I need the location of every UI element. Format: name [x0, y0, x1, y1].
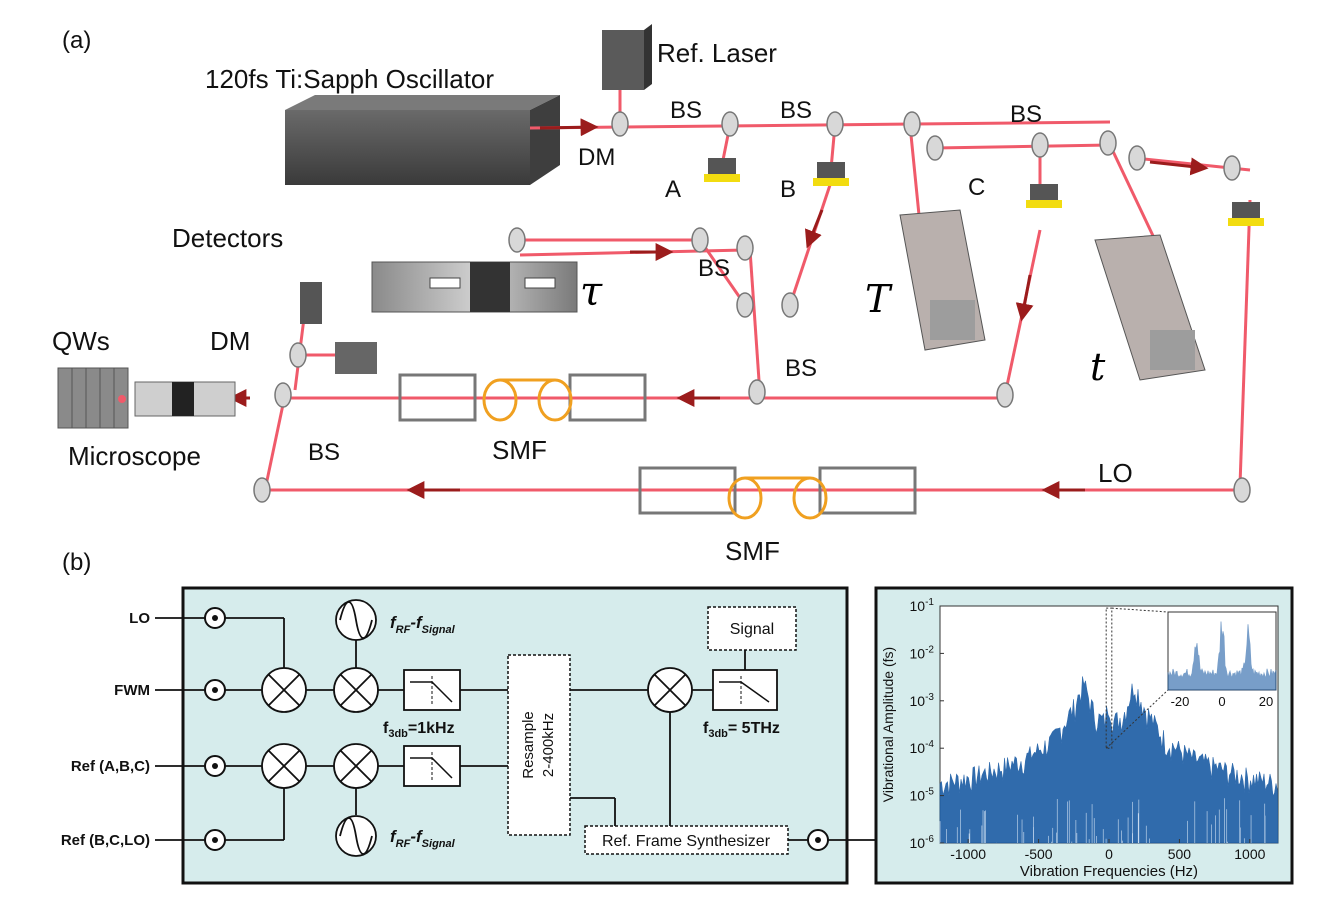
y-tick-label: 10-4 [910, 739, 935, 756]
filter1-label: f3db=1kHz [383, 720, 455, 740]
T-label: T [865, 277, 893, 321]
detectors-label: Detectors [172, 223, 283, 253]
osc-label-top: fRF-fSignal [390, 613, 456, 636]
zoom-box [1105, 607, 1113, 749]
signal-box [707, 606, 797, 651]
panel-b-label: (b) [62, 549, 91, 576]
osc-label-bottom: fRF-fSignal [390, 827, 456, 850]
lowpass-filter-3 [712, 669, 778, 711]
x-tick-label: 1000 [1234, 846, 1265, 862]
bs-label-6: BS [308, 439, 340, 466]
ref-frame-label: Ref. Frame Synthesizer [602, 833, 771, 850]
ref-laser-label: Ref. Laser [657, 38, 777, 68]
y-tick-label: 10-2 [910, 644, 935, 661]
inset-x-tick: 20 [1259, 694, 1273, 709]
bs-label-1: BS [670, 97, 702, 124]
x-tick-label: -500 [1025, 846, 1053, 862]
inset-x-tick: -20 [1171, 694, 1190, 709]
input-fwm-label: FWM [114, 682, 150, 699]
stage-c-label: C [968, 174, 985, 201]
qws-label: QWs [52, 326, 110, 356]
oscillator-label: 120fs Ti:Sapph Oscillator [205, 64, 494, 94]
dm-bottom-label: DM [210, 326, 250, 356]
x-tick-label: -1000 [950, 846, 986, 862]
y-tick-label: 10-3 [910, 692, 935, 709]
inset-spectrum [1167, 621, 1277, 691]
tau-label: τ [580, 269, 603, 315]
local-oscillator-bottom [335, 815, 377, 857]
inset-x-tick: 0 [1218, 694, 1225, 709]
dm-top-label: DM [578, 144, 615, 171]
vibration-spectrum-chart: -20 0 20 -1000 -500 0 500 1000 10-6 10-5 10-4 10-3 1… [880, 597, 1279, 880]
microscope-objective [134, 381, 236, 417]
stage-a-label: A [665, 176, 681, 203]
svg-text:fRF-fSignal: fRF-fSignal [390, 613, 456, 636]
smf-coupler-2 [638, 466, 917, 520]
ref-laser-box [602, 24, 652, 90]
input-lo-label: LO [129, 610, 150, 627]
y-tick-label: 10-6 [910, 834, 935, 851]
bnc-connector-dots [212, 615, 821, 843]
delay-stage-T [899, 209, 986, 351]
local-oscillator-top [335, 599, 377, 641]
bs-label-3: BS [1010, 101, 1042, 128]
spectrum-area [939, 676, 1279, 844]
lo-label: LO [1098, 458, 1133, 488]
smf-label-1: SMF [492, 435, 547, 465]
x-tick-label: 0 [1105, 846, 1113, 862]
delay-stage-t [1094, 234, 1206, 381]
microscope-label: Microscope [68, 441, 201, 471]
lowpass-filter-2 [403, 745, 461, 787]
x-axis-label: Vibration Frequencies (Hz) [1020, 863, 1198, 880]
y-tick-label: 10-1 [910, 597, 935, 614]
resample-range-label: 2-400kHz [540, 713, 557, 777]
svg-text:fRF-fSignal: fRF-fSignal [390, 827, 456, 850]
signal-label: Signal [730, 621, 774, 638]
filter2-label: f3db= 5THz [703, 720, 780, 740]
smf-coupler-1 [398, 373, 647, 422]
quantum-wells [57, 367, 129, 429]
smf-label-2: SMF [725, 536, 780, 566]
bs-label-5: BS [785, 355, 817, 382]
ref-frame-box [584, 825, 789, 855]
oscillator-box [285, 95, 560, 185]
delay-stage-tau [371, 261, 578, 313]
t-label: t [1090, 345, 1106, 389]
mixer-crosses [267, 673, 687, 783]
lowpass-filter-1 [403, 669, 461, 711]
input-ref-abc-label: Ref (A,B,C) [71, 758, 150, 775]
stage-b-label: B [780, 176, 796, 203]
y-tick-label: 10-5 [910, 787, 935, 804]
zoom-connector-top [1111, 607, 1169, 613]
x-tick-label: 500 [1168, 846, 1192, 862]
input-ref-bclo-label: Ref (B,C,LO) [61, 832, 150, 849]
bs-label-4: BS [698, 255, 730, 282]
reference-detectors [704, 158, 1264, 226]
beam-arrows [228, 118, 1209, 499]
detectors [300, 282, 377, 374]
signal-wires [155, 617, 876, 841]
mirrors [253, 111, 1251, 503]
y-axis-label: Vibrational Amplitude (fs) [880, 647, 896, 802]
bs-label-2: BS [780, 97, 812, 124]
panel-a-label: (a) [62, 27, 91, 54]
resample-box [507, 654, 571, 836]
resample-label: Resample [520, 711, 537, 779]
